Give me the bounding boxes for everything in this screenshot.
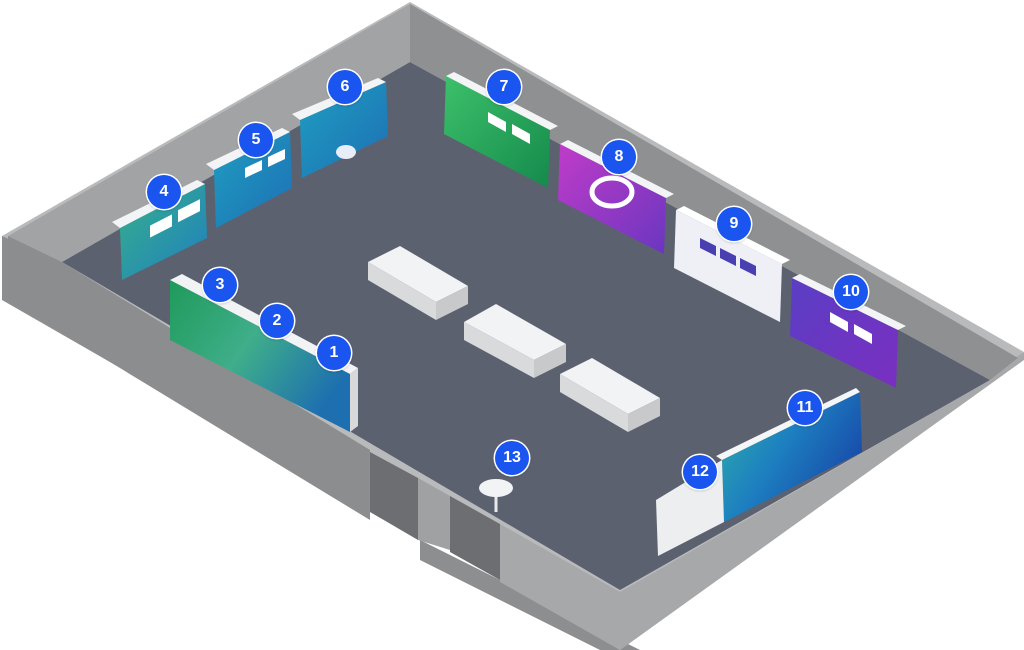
round-table <box>479 479 513 512</box>
booth-12-marker[interactable]: 12 <box>683 455 717 489</box>
booth-10-marker[interactable]: 10 <box>834 275 868 309</box>
booth-1-marker[interactable]: 1 <box>317 336 351 370</box>
booth-2-marker[interactable]: 2 <box>260 304 294 338</box>
back-wall-left <box>8 4 410 262</box>
booth-11-marker[interactable]: 11 <box>788 391 822 425</box>
door-right <box>450 496 500 580</box>
front-wall-left <box>8 236 370 520</box>
booth-7-marker[interactable]: 7 <box>487 70 521 104</box>
door-left <box>370 452 418 540</box>
booth-3-marker[interactable]: 3 <box>203 268 237 302</box>
center-table-3 <box>560 358 660 432</box>
center-table-2 <box>464 304 566 378</box>
center-table-1 <box>368 246 468 320</box>
booth-9-marker[interactable]: 9 <box>717 207 751 241</box>
booth-5-marker[interactable]: 5 <box>239 123 273 157</box>
booth-4-marker[interactable]: 4 <box>147 175 181 209</box>
booth-8-marker[interactable]: 8 <box>602 140 636 174</box>
booth-13-marker[interactable]: 13 <box>495 441 529 475</box>
door-frame <box>418 478 450 550</box>
booth-6-marker[interactable]: 6 <box>328 70 362 104</box>
